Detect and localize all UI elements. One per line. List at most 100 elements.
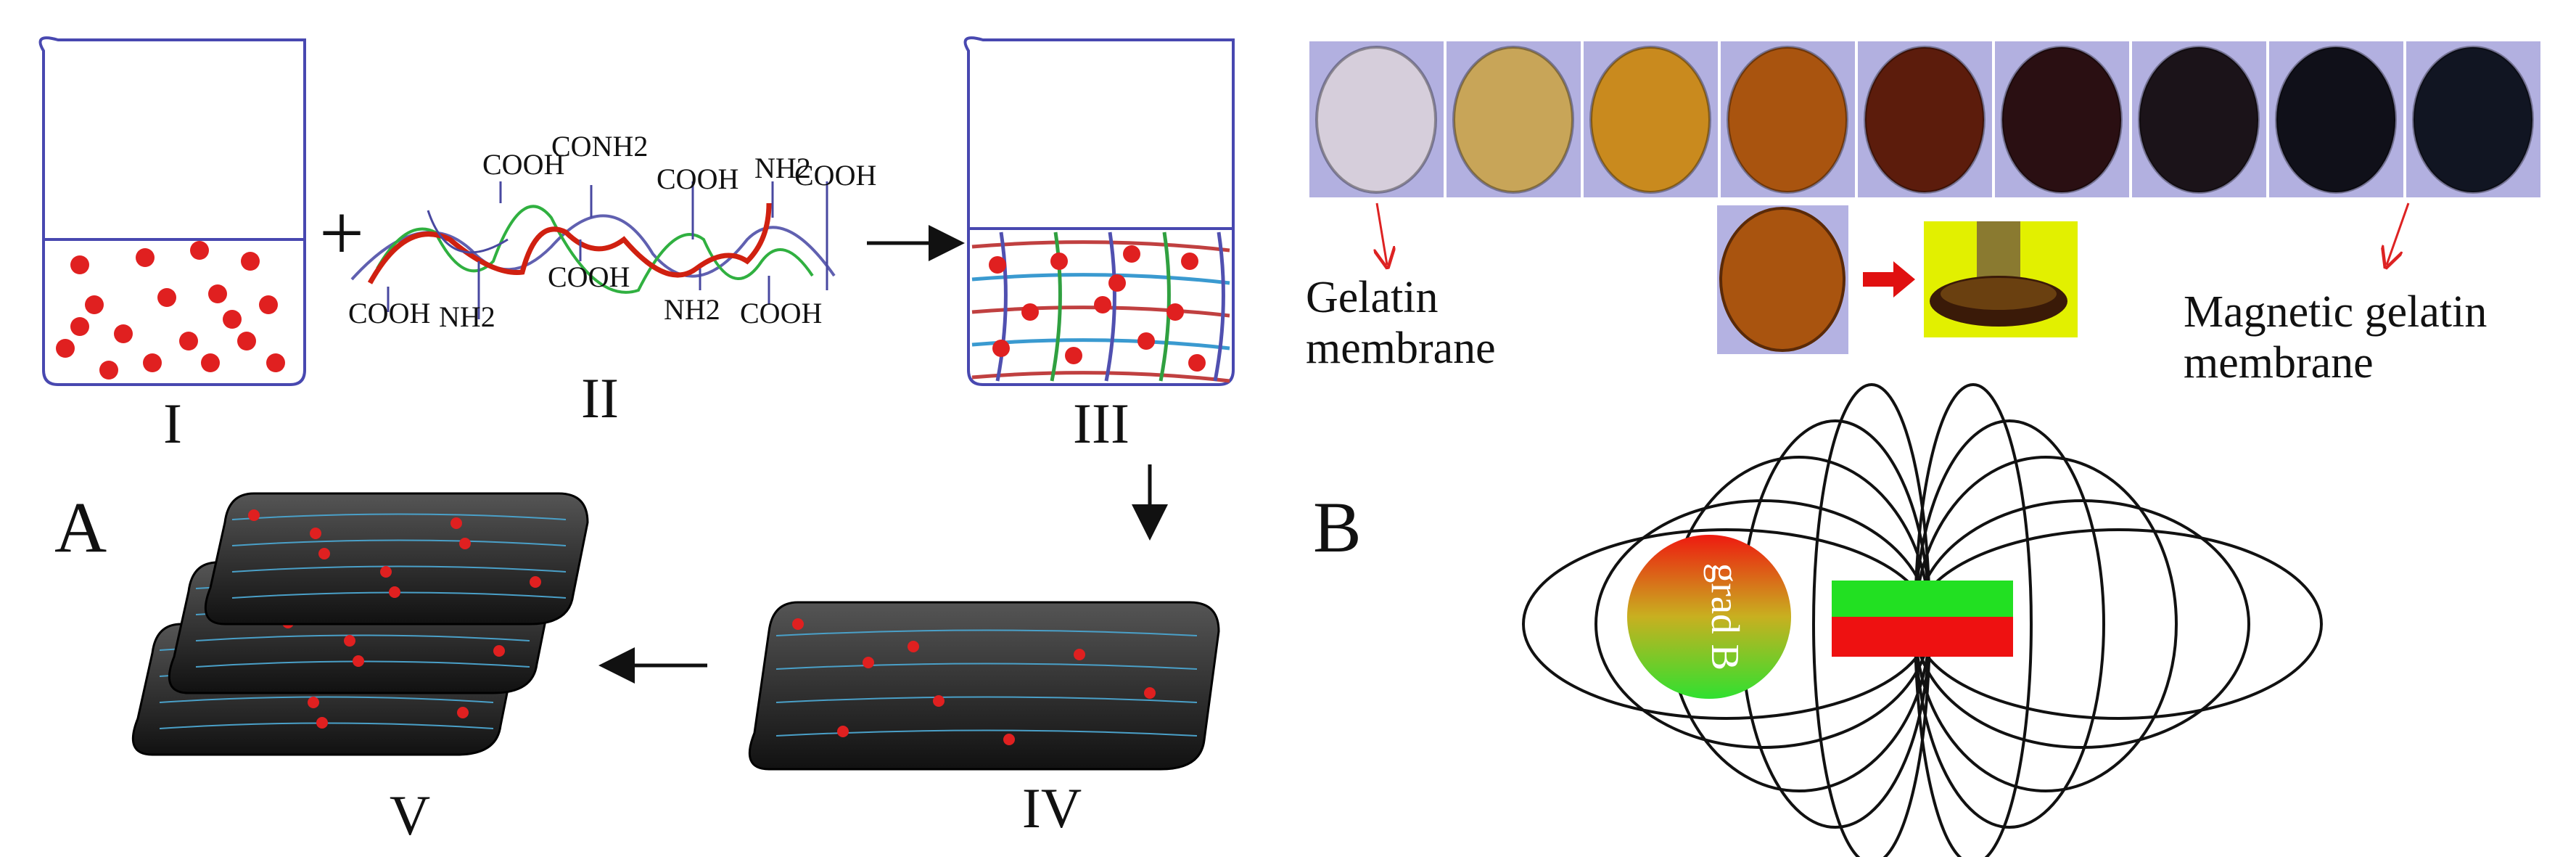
polymer-strand bbox=[995, 231, 1008, 382]
nanoparticle-dot bbox=[310, 528, 321, 539]
nanoparticle-dot bbox=[1188, 354, 1206, 372]
beaker-i bbox=[38, 36, 306, 386]
nanoparticle-dot bbox=[70, 255, 89, 274]
polymer-strand bbox=[971, 240, 1230, 253]
gradient-circle bbox=[1627, 535, 1791, 699]
nanoparticle-dot bbox=[208, 284, 227, 303]
membrane-sheets bbox=[131, 492, 1220, 771]
panel-label-a: A bbox=[54, 487, 107, 567]
nanoparticle-dot bbox=[201, 353, 220, 372]
nanoparticle-dot bbox=[1144, 687, 1156, 699]
nanoparticle-dot bbox=[241, 252, 260, 271]
panel-label-b: B bbox=[1313, 487, 1362, 567]
group-label: COOH bbox=[657, 163, 738, 195]
sheet-body bbox=[204, 492, 589, 626]
step-label-iii: III bbox=[1073, 392, 1129, 455]
group-label: CONH2 bbox=[551, 130, 648, 163]
nanoparticle-dot bbox=[863, 657, 874, 668]
membrane-disc bbox=[2412, 46, 2534, 194]
nanoparticle-dot bbox=[190, 241, 209, 260]
step-label-v: V bbox=[390, 784, 430, 847]
nanoparticle-dot bbox=[459, 538, 471, 549]
membrane-disc bbox=[1864, 46, 1986, 194]
nanoparticle-dot bbox=[450, 517, 462, 529]
nanoparticle-dot bbox=[457, 707, 469, 718]
crosslinked-network bbox=[971, 231, 1230, 383]
arrow-magnetic bbox=[2387, 202, 2410, 265]
polymer-strand bbox=[971, 371, 1230, 383]
nanoparticle-dot bbox=[1108, 274, 1126, 292]
plus-sign: + bbox=[319, 189, 364, 277]
polymer-strand bbox=[1159, 231, 1171, 382]
membrane-disc bbox=[2275, 46, 2397, 194]
red-arrow bbox=[1863, 261, 1915, 298]
nanoparticle-dot bbox=[493, 645, 505, 657]
polymer-strand bbox=[159, 696, 494, 703]
membrane-sheet bbox=[204, 492, 589, 626]
nanoparticle-dot bbox=[1123, 245, 1140, 263]
nanoparticle-dot bbox=[344, 635, 355, 647]
polymer-strand bbox=[1050, 231, 1062, 382]
nanoparticle-dot bbox=[1074, 649, 1085, 660]
nanoparticle-dot bbox=[85, 295, 104, 314]
nanoparticle-dot bbox=[316, 717, 328, 729]
nanoparticle-dot bbox=[1181, 253, 1198, 270]
nanoparticle-dot bbox=[837, 726, 849, 737]
nanoparticle-dot bbox=[989, 256, 1006, 274]
sample-photo bbox=[1717, 205, 1848, 354]
nanoparticle-dot bbox=[1021, 303, 1039, 321]
nanoparticle-dot bbox=[248, 509, 260, 521]
nanoparticle-dot bbox=[318, 548, 330, 559]
gelatin-caption-line1: Gelatin bbox=[1306, 273, 1439, 322]
polymer-strand bbox=[775, 663, 1198, 670]
magnet-attraction-photo bbox=[1924, 221, 2078, 337]
magnetic-caption-line1: Magnetic gelatin bbox=[2184, 287, 2487, 337]
group-label: NH2 bbox=[439, 300, 495, 333]
nanoparticle-dot bbox=[70, 317, 89, 336]
nanoparticle-dot bbox=[933, 695, 945, 707]
membrane-disc bbox=[1589, 46, 1711, 194]
functional-groups: COOH CONH2 COOH NH2 COOH COOH NH2 COOH N… bbox=[348, 130, 876, 333]
sheet-body bbox=[748, 601, 1220, 771]
nanoparticle-dot bbox=[1050, 253, 1068, 270]
nanoparticle-dot bbox=[136, 248, 155, 267]
group-label: COOH bbox=[794, 159, 876, 192]
nanoparticle-dot bbox=[56, 339, 75, 358]
nanoparticle-dot bbox=[792, 618, 804, 630]
membrane-photo-row bbox=[1309, 41, 2540, 197]
polymer-strand bbox=[195, 634, 530, 641]
polymer-strand bbox=[1213, 231, 1225, 382]
group-label: NH2 bbox=[664, 293, 720, 326]
nanoparticle-dot bbox=[1003, 734, 1015, 745]
group-label: COOH bbox=[482, 148, 564, 181]
nanoparticle-dot bbox=[992, 340, 1010, 357]
magnetic-caption-line2: membrane bbox=[2184, 338, 2374, 388]
step-label-ii: II bbox=[581, 366, 619, 430]
nanoparticle-dot bbox=[223, 310, 242, 329]
group-label: NH2 bbox=[754, 152, 811, 184]
membrane-disc bbox=[1315, 46, 1437, 194]
gelatin-caption-line2: membrane bbox=[1306, 324, 1496, 373]
nanoparticle-dot bbox=[143, 353, 162, 372]
nanoparticle-dot bbox=[157, 288, 176, 307]
nanoparticle-dot bbox=[308, 697, 319, 708]
step-label-i: I bbox=[163, 392, 182, 455]
polymer-strand bbox=[775, 696, 1198, 703]
polymer-strand bbox=[775, 729, 1198, 737]
gelatin-chains bbox=[350, 181, 836, 319]
nanoparticle-dot bbox=[266, 353, 285, 372]
grad-b-label: grad B bbox=[1703, 563, 1748, 671]
beaker-iii bbox=[963, 36, 1235, 386]
group-label: COOH bbox=[548, 261, 630, 293]
nanoparticle-dot bbox=[99, 361, 118, 380]
nanoparticle-dot bbox=[1094, 296, 1111, 313]
nanoparticle-dot bbox=[380, 566, 392, 578]
group-label: COOH bbox=[348, 297, 430, 329]
nanoparticle-dot bbox=[353, 655, 364, 667]
membrane-disc bbox=[2001, 46, 2123, 194]
nanoparticle-dot bbox=[389, 586, 400, 598]
membrane-disc bbox=[2138, 46, 2260, 194]
nanoparticle-dot bbox=[908, 641, 919, 652]
